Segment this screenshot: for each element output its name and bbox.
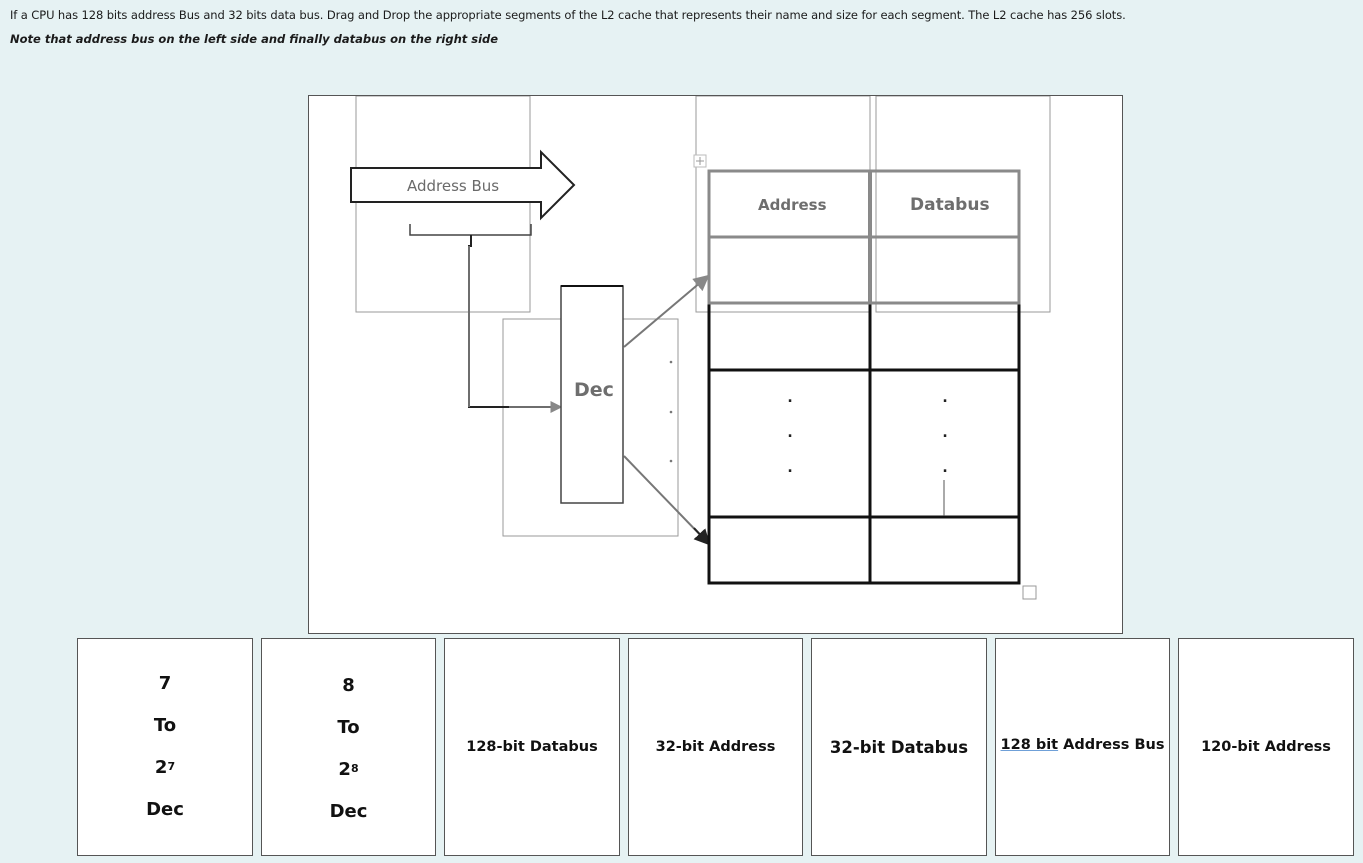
question-note: Note that address bus on the left side a…	[10, 32, 499, 46]
address-bus-arrow	[350, 149, 576, 221]
tile-to: To	[153, 715, 177, 736]
databus-ellipsis: ...	[942, 390, 948, 476]
tile-label: 128 bit Address Bus	[1000, 737, 1165, 753]
tile-label: 120-bit Address	[1201, 739, 1331, 755]
address-bus-brace	[409, 224, 532, 236]
drop-zone-databus-column	[875, 96, 1051, 313]
drag-tile-32-bit-databus[interactable]: 32-bit Databus	[811, 638, 987, 856]
cache-header-address: Address	[758, 196, 827, 214]
cache-diagram: Address Bus Dec Address Databus ... ...	[308, 95, 1123, 634]
drag-tile-120-bit-address[interactable]: 120-bit Address	[1178, 638, 1354, 856]
tile-suffix: Dec	[146, 799, 184, 820]
decoder-arrow-top	[623, 274, 710, 348]
tile-from: 8	[342, 675, 355, 696]
tile-to: To	[337, 717, 360, 738]
address-bus-label: Address Bus	[407, 177, 500, 195]
decoder-box	[560, 285, 624, 504]
resize-handle-icon	[1022, 585, 1037, 600]
tile-label: 32-bit Databus	[829, 737, 969, 757]
diagram-drawing	[350, 96, 1051, 600]
question-text: If a CPU has 128 bits address Bus and 32…	[10, 8, 1126, 22]
tile-from: 7	[158, 673, 172, 694]
drag-tile-32-bit-address[interactable]: 32-bit Address	[628, 638, 803, 856]
address-ellipsis: ...	[787, 390, 793, 476]
drag-tile-128-bit-databus[interactable]: 128-bit Databus	[444, 638, 620, 856]
tile-label: 128-bit Databus	[466, 739, 598, 755]
decoder-label: Dec	[574, 379, 614, 401]
tile-suffix: Dec	[329, 801, 368, 822]
cache-header-databus: Databus	[910, 195, 990, 215]
tile-label: 32-bit Address	[655, 739, 776, 755]
cache-table	[707, 169, 1021, 585]
drag-tile-128-bit-address-bus[interactable]: 128 bit Address Bus	[995, 638, 1170, 856]
drop-zone-address-bus	[355, 96, 531, 313]
